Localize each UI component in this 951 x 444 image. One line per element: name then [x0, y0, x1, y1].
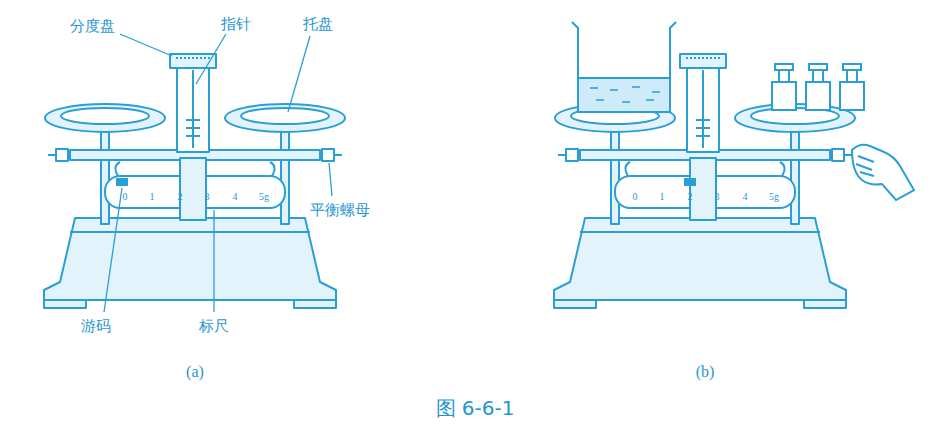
subfigure-label: (a)	[186, 363, 204, 381]
hand	[852, 145, 914, 200]
scale-number: 3	[715, 191, 720, 202]
beaker	[572, 22, 676, 112]
scale-number: 2	[688, 191, 693, 202]
scale-number: 1	[660, 191, 665, 202]
scale-number: 5g	[259, 191, 269, 202]
rider	[116, 178, 128, 186]
scale-number: 2	[178, 191, 183, 202]
part-label: 指针	[221, 16, 251, 33]
scale-number: 0	[123, 191, 128, 202]
subfigure-label: (b)	[696, 363, 715, 381]
weights	[772, 64, 864, 110]
part-label: 标尺	[199, 318, 229, 335]
part-label: 平衡螺母	[310, 202, 370, 219]
scale-number: 5g	[769, 191, 779, 202]
scale-number: 1	[150, 191, 155, 202]
part-label: 托盘	[303, 16, 333, 33]
figure-caption: 图 6-6-1	[436, 397, 515, 419]
scale-number: 4	[233, 191, 238, 202]
leader-lines	[104, 34, 332, 312]
scale-number: 4	[743, 191, 748, 202]
part-label: 游码	[81, 318, 111, 335]
part-label: 分度盘	[70, 18, 115, 35]
scale-number: 3	[205, 191, 210, 202]
rider	[684, 178, 696, 186]
scale-number: 0	[633, 191, 638, 202]
